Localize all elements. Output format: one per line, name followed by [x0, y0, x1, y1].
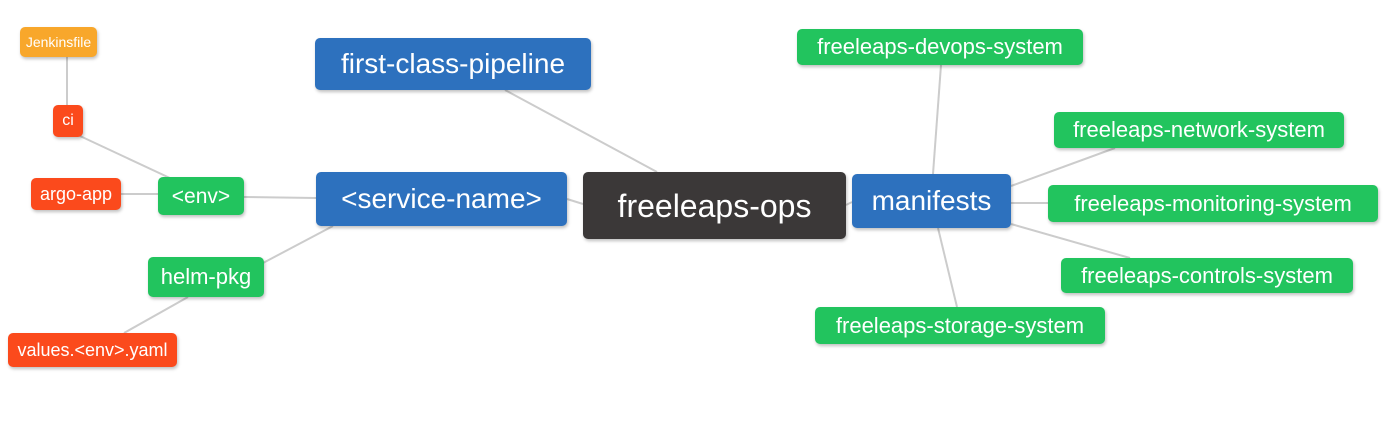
node-argo-app[interactable]: argo-app [31, 178, 121, 210]
edge-manifests-freeleaps-controls-system [1010, 223, 1131, 259]
edge-service-name-helm-pkg [262, 225, 334, 264]
edge-env-service-name [243, 196, 317, 199]
node-freeleaps-monitoring-system[interactable]: freeleaps-monitoring-system [1048, 185, 1378, 222]
node-freeleaps-devops-system[interactable]: freeleaps-devops-system [797, 29, 1083, 65]
node-env[interactable]: <env> [158, 177, 244, 215]
edge-manifests-freeleaps-devops-system [932, 64, 942, 175]
node-freeleaps-ops[interactable]: freeleaps-ops [583, 172, 846, 239]
edge-manifests-freeleaps-network-system [1010, 147, 1116, 187]
edge-helm-pkg-values-env-yaml [123, 296, 189, 334]
node-service-name[interactable]: <service-name> [316, 172, 567, 226]
edge-service-name-freeleaps-ops [566, 198, 584, 205]
node-ci[interactable]: ci [53, 105, 83, 137]
node-freeleaps-network-system[interactable]: freeleaps-network-system [1054, 112, 1344, 148]
node-jenkinsfile[interactable]: Jenkinsfile [20, 27, 97, 57]
edge-first-class-pipeline-freeleaps-ops [504, 89, 658, 173]
node-freeleaps-controls-system[interactable]: freeleaps-controls-system [1061, 258, 1353, 293]
edge-manifests-freeleaps-storage-system [937, 227, 958, 308]
node-freeleaps-storage-system[interactable]: freeleaps-storage-system [815, 307, 1105, 344]
node-values-env-yaml[interactable]: values.<env>.yaml [8, 333, 177, 367]
edge-ci-env [79, 135, 173, 180]
node-first-class-pipeline[interactable]: first-class-pipeline [315, 38, 591, 90]
node-manifests[interactable]: manifests [852, 174, 1011, 228]
node-helm-pkg[interactable]: helm-pkg [148, 257, 264, 297]
edge-freeleaps-ops-manifests [845, 201, 853, 206]
